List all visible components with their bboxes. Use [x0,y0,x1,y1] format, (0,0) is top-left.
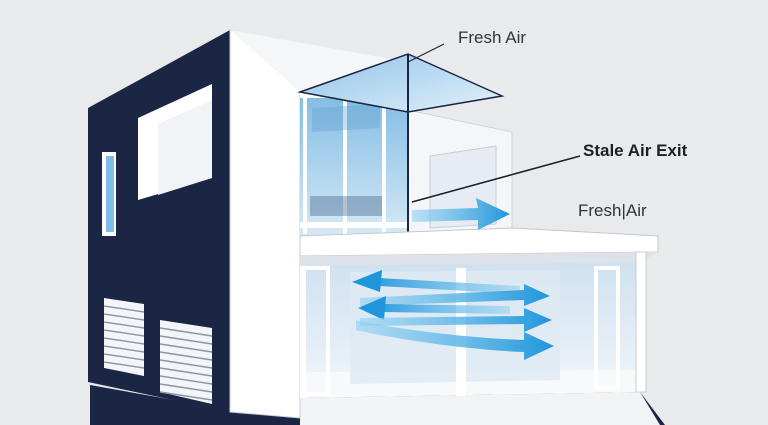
floor-slab [299,227,659,266]
vent-louvre-left [103,298,145,376]
stale-air-exit-label: Stale Air Exit [583,141,688,160]
vent-louvre-right [159,320,213,404]
upper-exhaust-arrow [412,198,510,230]
airflow-arrow-3 [358,296,510,320]
airflow-arrow-2 [360,284,550,306]
glass-canopy [297,53,505,234]
fresh-air-leader-line [407,43,445,63]
front-white-wall [229,29,408,419]
ground-base [90,385,665,425]
fresh-air-label-top: Fresh Air [458,28,527,47]
fresh-air-label-right: Fresh|Air [578,201,647,220]
lower-floor [300,251,647,398]
airflow-arrow-5 [356,320,554,360]
airflow-arrow-1 [352,270,520,294]
stale-air-leader-line [411,155,581,203]
airflow-arrow-4 [360,308,552,332]
